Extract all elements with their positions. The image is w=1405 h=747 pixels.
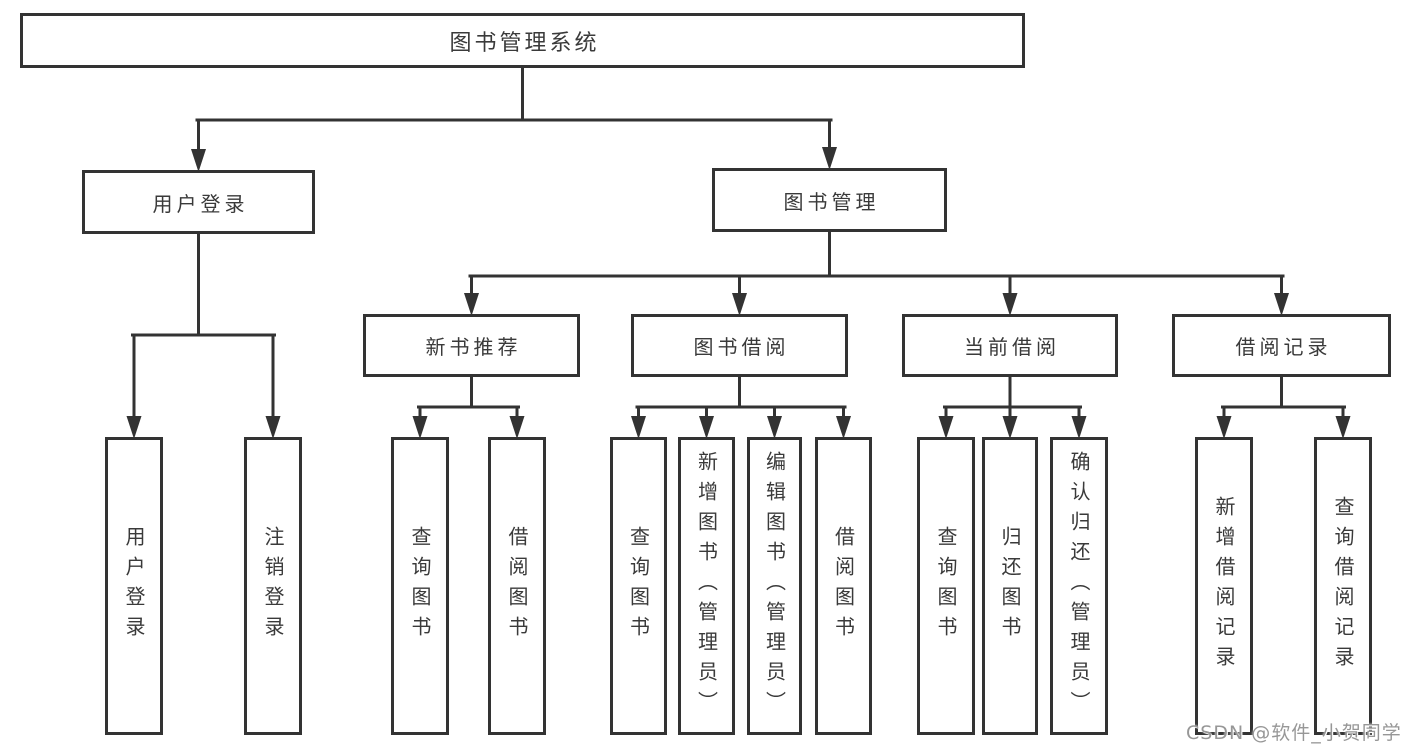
node-label: 查询图书 [626,526,651,646]
node-label: 图书管理系统 [449,30,600,56]
node-borrow-record: 借阅记录 [1172,314,1391,377]
node-bor-query: 查询图书 [610,437,667,735]
node-label: 新书推荐 [425,335,522,359]
node-cur-return: 归还图书 [982,437,1038,735]
node-book-borrow: 图书借阅 [631,314,848,377]
node-label: 编辑图书（管理员） [762,451,787,721]
node-rec-borrow: 借阅图书 [488,437,546,735]
node-label: 用户登录 [152,191,249,216]
node-log-query: 查询借阅记录 [1314,437,1372,735]
node-new-book-rec: 新书推荐 [363,314,580,377]
node-cur-confirm: 确认归还（管理员） [1050,437,1108,735]
node-label: 新增借阅记录 [1212,496,1236,676]
node-root: 图书管理系统 [20,13,1025,68]
node-cur-query: 查询图书 [917,437,975,735]
node-label: 归还图书 [998,526,1022,646]
node-bor-add: 新增图书（管理员） [678,437,735,735]
node-label: 用户登录 [122,526,146,646]
node-logout-leaf: 注销登录 [244,437,302,735]
node-label: 图书借阅 [693,335,790,359]
node-rec-query: 查询图书 [391,437,449,735]
node-label: 查询图书 [934,526,958,646]
watermark: CSDN @软件_小贺同学 [1186,722,1402,744]
node-label: 确认归还（管理员） [1067,451,1091,721]
node-book-mgmt: 图书管理 [712,168,947,232]
node-label: 注销登录 [261,526,285,646]
node-label: 当前借阅 [964,335,1060,359]
node-bor-borrow: 借阅图书 [815,437,872,735]
node-login-leaf: 用户登录 [105,437,163,735]
node-label: 查询图书 [408,526,432,646]
node-label: 借阅记录 [1235,335,1332,359]
node-label: 借阅图书 [831,526,856,646]
node-label: 图书管理 [783,189,880,214]
node-user-login: 用户登录 [82,170,315,234]
node-log-add: 新增借阅记录 [1195,437,1253,735]
node-label: 新增图书（管理员） [694,451,719,721]
node-label: 借阅图书 [505,526,529,646]
node-current-borrow: 当前借阅 [902,314,1118,377]
node-label: 查询借阅记录 [1331,496,1355,676]
node-bor-edit: 编辑图书（管理员） [747,437,802,735]
